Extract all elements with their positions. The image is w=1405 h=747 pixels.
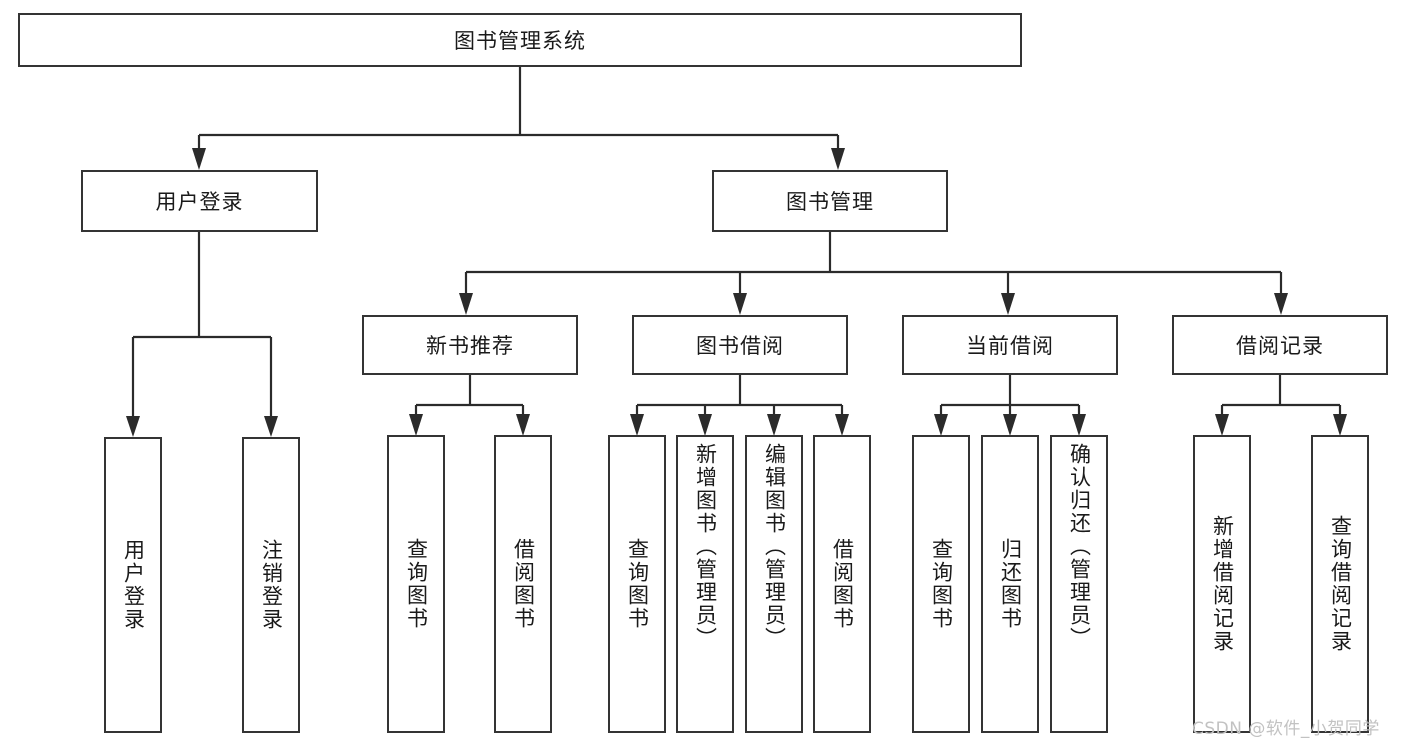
node-root[interactable]: 图书管理系统 <box>18 13 1022 67</box>
leaf-query-book-current[interactable]: 查询图书 <box>912 435 970 733</box>
node-book-borrow[interactable]: 图书借阅 <box>632 315 848 375</box>
node-new-book-recommend[interactable]: 新书推荐 <box>362 315 578 375</box>
leaf-logout[interactable]: 注销登录 <box>242 437 300 733</box>
leaf-query-borrow-record[interactable]: 查询借阅记录 <box>1311 435 1369 733</box>
leaf-return-book[interactable]: 归还图书 <box>981 435 1039 733</box>
leaf-edit-book-admin[interactable]: 编辑图书（管理员） <box>745 435 803 733</box>
leaf-borrow-book[interactable]: 借阅图书 <box>813 435 871 733</box>
csdn-watermark: CSDN @软件_小贺同学 <box>1192 719 1380 739</box>
leaf-borrow-book-new[interactable]: 借阅图书 <box>494 435 552 733</box>
leaf-add-book-admin[interactable]: 新增图书（管理员） <box>676 435 734 733</box>
leaf-query-book-new[interactable]: 查询图书 <box>387 435 445 733</box>
node-user-login[interactable]: 用户登录 <box>81 170 318 232</box>
node-current-borrow[interactable]: 当前借阅 <box>902 315 1118 375</box>
node-borrow-records[interactable]: 借阅记录 <box>1172 315 1388 375</box>
leaf-user-login[interactable]: 用户登录 <box>104 437 162 733</box>
leaf-add-borrow-record[interactable]: 新增借阅记录 <box>1193 435 1251 733</box>
leaf-query-book-borrow[interactable]: 查询图书 <box>608 435 666 733</box>
node-book-management[interactable]: 图书管理 <box>712 170 948 232</box>
leaf-confirm-return-admin[interactable]: 确认归还（管理员） <box>1050 435 1108 733</box>
